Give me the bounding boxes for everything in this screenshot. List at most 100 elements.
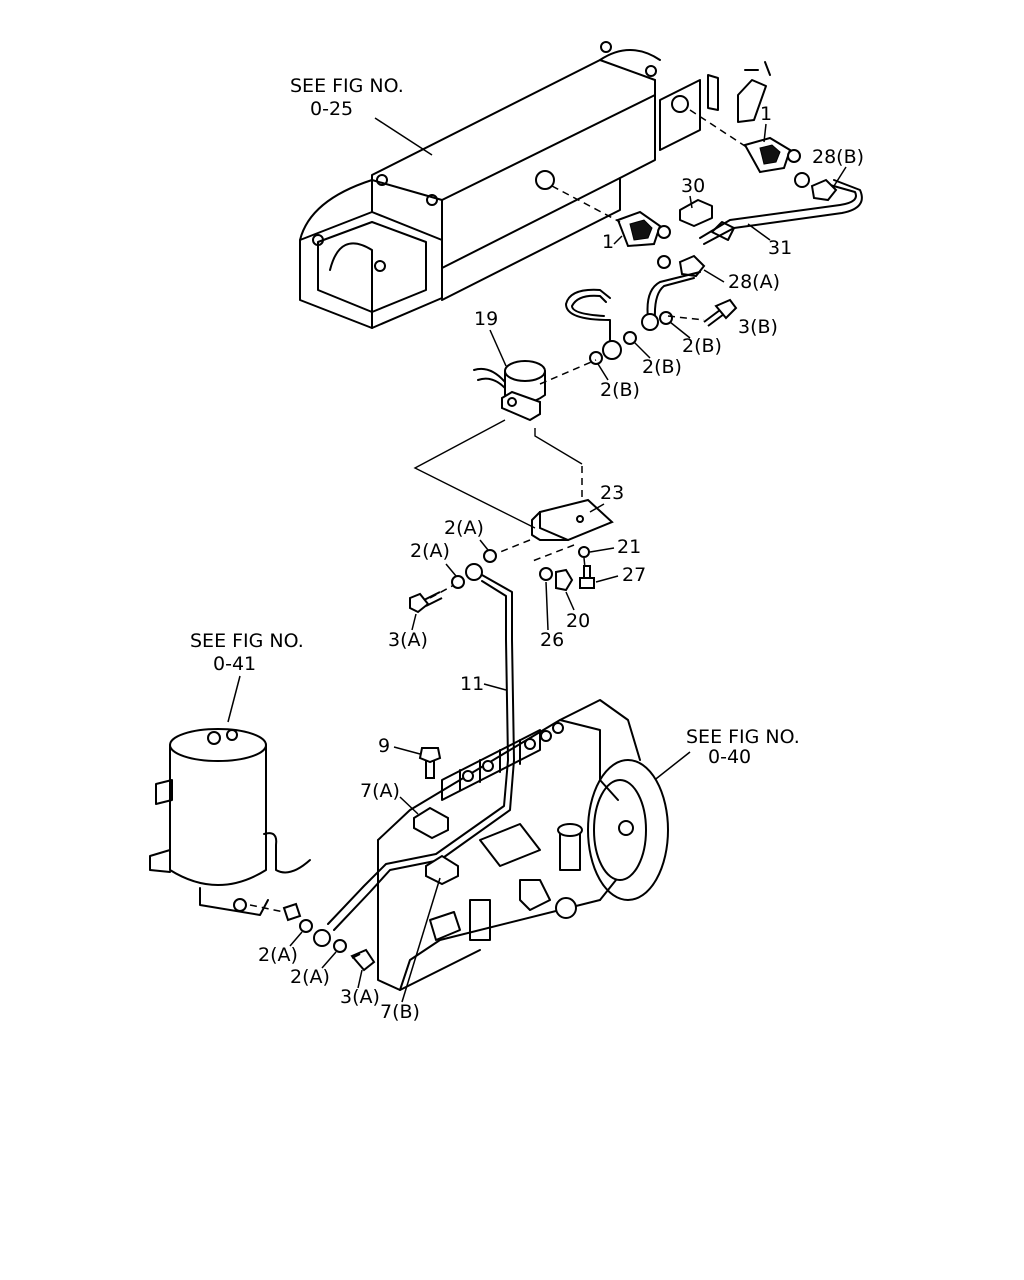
callout-23: 23 [600, 482, 624, 504]
callout-11-leader [483, 683, 507, 691]
callout-30-leader [689, 195, 693, 209]
callout-11: 11 [460, 673, 484, 695]
callout-3a-top: 3(A) [388, 629, 428, 651]
solenoid-axis [539, 359, 597, 385]
pipe-31-inner [703, 179, 863, 245]
ref-fig-0-25-line1: SEE FIG NO. [290, 75, 404, 97]
callout-9-leader [393, 746, 421, 755]
injection-pump [377, 699, 669, 991]
callout-30: 30 [681, 175, 705, 197]
callout-21-leader [589, 547, 615, 553]
banjo-eye-1 [602, 340, 622, 360]
pipe-31 [699, 184, 857, 239]
callout-2a-top-1-leader [479, 539, 489, 551]
callout-2a-top-2-leader [445, 563, 457, 577]
callout-7b: 7(B) [380, 1001, 420, 1023]
callout-20: 20 [566, 610, 590, 632]
ref-fig-0-41-leader [227, 675, 241, 723]
callout-31: 31 [768, 237, 792, 259]
clamp-on-31 [711, 221, 735, 241]
callout-28a-leader [703, 269, 725, 283]
loop-pipe [565, 271, 701, 341]
bracket-dash-lower [529, 544, 575, 563]
callout-2b-2-leader [633, 341, 651, 359]
sensor-lower [616, 210, 671, 248]
callout-20-leader [565, 591, 575, 611]
ref-fig-0-41-line1: SEE FIG NO. [190, 630, 304, 652]
clip-7b [425, 854, 459, 886]
callout-26-leader [545, 581, 549, 631]
sensor-upper-axis [689, 109, 749, 149]
filter-fitting [282, 902, 302, 922]
callout-2a-bot-1: 2(A) [258, 944, 298, 966]
callout-19-leader [489, 329, 507, 367]
bracket-dash-left [499, 539, 531, 553]
callout-26: 26 [540, 629, 564, 651]
washer-26 [539, 567, 553, 581]
callout-3a-top-leader [411, 613, 417, 631]
callout-2b-3: 2(B) [600, 379, 640, 401]
callout-7a-leader [399, 796, 419, 815]
washer-2a-top-1 [483, 549, 497, 563]
bolt-3b-axis [667, 315, 705, 321]
callout-1-lower: 1 [602, 231, 614, 253]
bolt-3a-bottom [350, 948, 376, 972]
washer-2b-b [623, 331, 637, 345]
callout-1-upper: 1 [760, 103, 772, 125]
callout-7a: 7(A) [360, 780, 400, 802]
ref-fig-0-40-line1: SEE FIG NO. [686, 726, 800, 748]
bolt-27 [579, 565, 595, 589]
bolt-9 [418, 747, 442, 779]
callout-21: 21 [617, 536, 641, 558]
bolt-3a-top [409, 591, 443, 614]
callout-2b-2: 2(B) [642, 356, 682, 378]
callout-27-leader [595, 575, 619, 583]
banjo-eye-2 [641, 313, 659, 331]
washer-2b-a [589, 351, 603, 365]
washer-2a-bot-2 [333, 939, 347, 953]
callout-2b-1: 2(B) [682, 335, 722, 357]
callout-2b-3-leader [597, 363, 609, 381]
callout-27: 27 [622, 564, 646, 586]
callout-2b-1-leader [669, 321, 691, 339]
banjo-eye-top [465, 563, 483, 581]
callout-7b-leader [401, 877, 441, 1003]
callout-2a-bot-2-leader [321, 951, 337, 969]
callout-1-lower-leader [613, 235, 623, 245]
ref-fig-0-41-line2: 0-41 [213, 653, 256, 675]
callout-31-leader [747, 223, 771, 241]
bolt-3b [703, 298, 738, 327]
ref-fig-0-40-line2: 0-40 [708, 746, 751, 768]
callout-3a-bottom-leader [357, 969, 363, 989]
banjo-eye-bottom [313, 929, 331, 947]
clip-30 [679, 199, 713, 227]
sensor-lower-axis [551, 185, 621, 223]
solenoid-19 [473, 360, 546, 422]
ref-fig-0-25-line2: 0-25 [310, 98, 353, 120]
callout-28b-leader [833, 166, 847, 187]
clip-7a [413, 806, 449, 840]
washer-21 [578, 546, 590, 558]
callout-2a-bot-1-leader [289, 931, 303, 947]
bracket-link-lines [413, 419, 583, 529]
washer-2a-bot-1 [299, 919, 313, 933]
rocker-cover [299, 41, 771, 329]
callout-3a-bottom: 3(A) [340, 986, 380, 1008]
washer-upper [794, 172, 810, 188]
nut-20 [555, 568, 574, 592]
ref-fig-0-40-leader [651, 751, 691, 783]
callout-9: 9 [378, 735, 390, 757]
callout-2a-top-1: 2(A) [444, 517, 484, 539]
pipe-11 [333, 574, 515, 931]
sensor-upper [743, 136, 801, 174]
fuel-filter [149, 728, 311, 916]
filter-fitting-axis [249, 904, 285, 913]
washer-2a-top-2 [451, 575, 465, 589]
pipe-11-inner [327, 580, 509, 925]
callout-1-upper-leader [763, 123, 767, 143]
callout-28a: 28(A) [728, 271, 780, 293]
callout-2a-bot-2: 2(A) [290, 966, 330, 988]
callout-2a-top-2: 2(A) [410, 540, 450, 562]
callout-19: 19 [474, 308, 498, 330]
